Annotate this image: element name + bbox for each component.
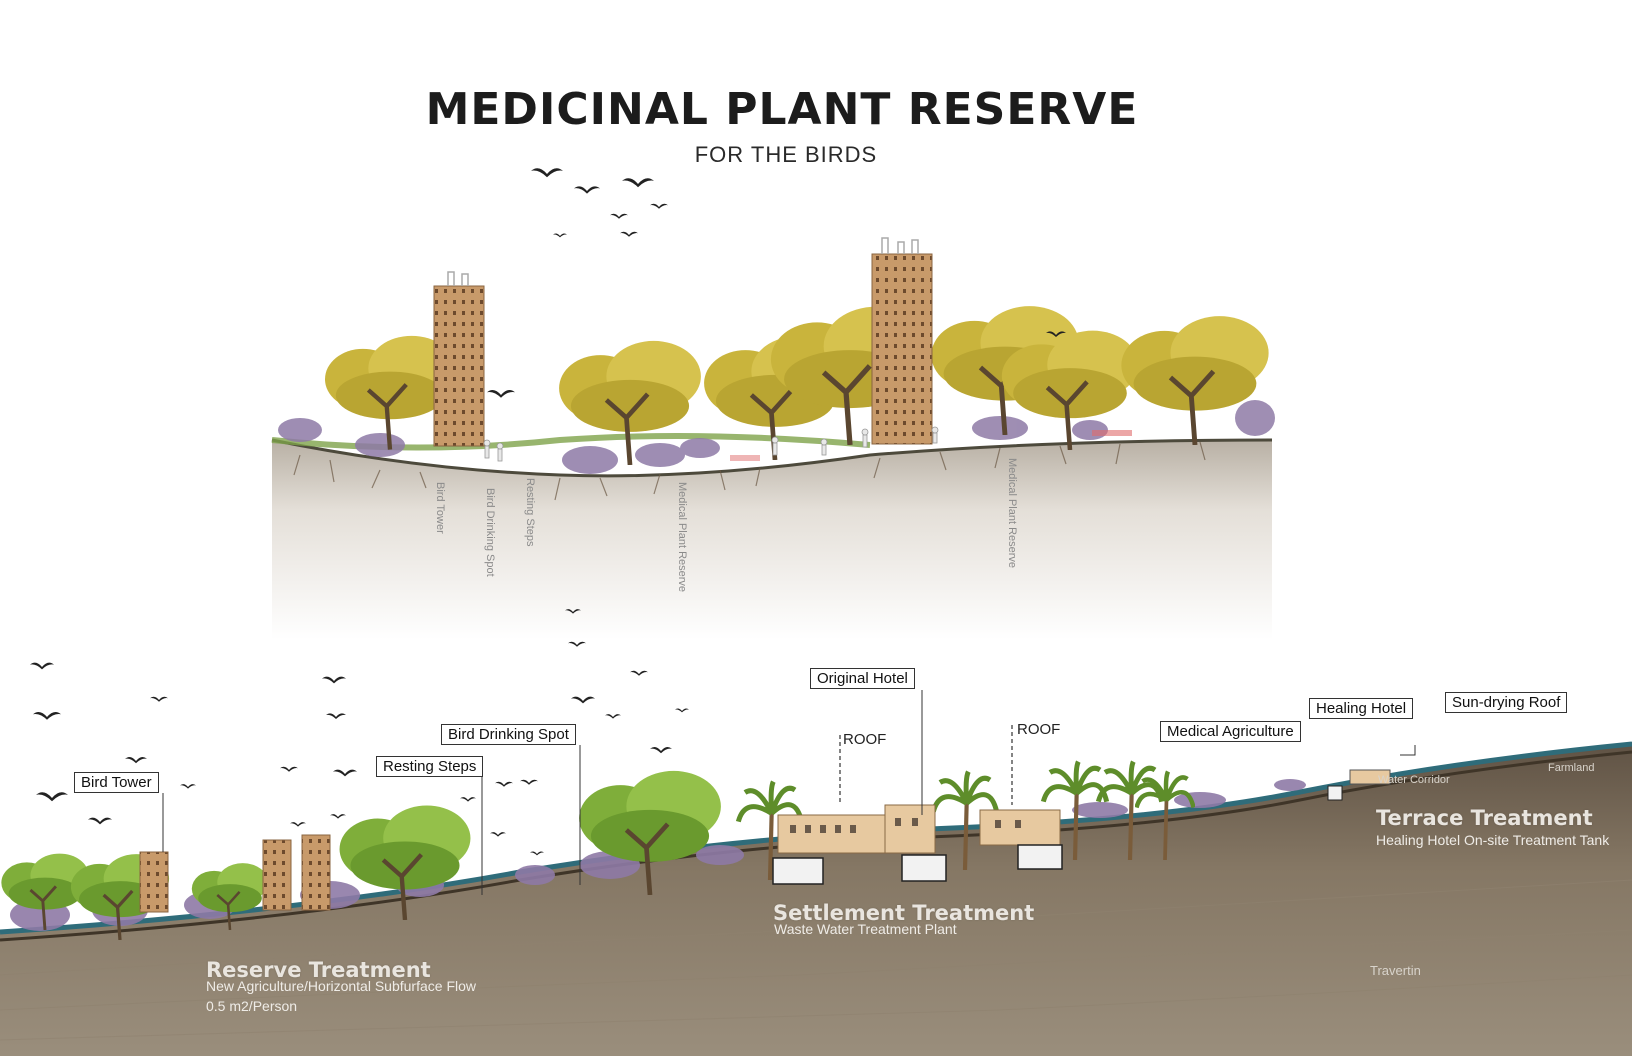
callout-original-hotel: Original Hotel <box>810 668 915 689</box>
callout-bird-tower: Bird Tower <box>74 772 159 793</box>
diagram-subtitle: FOR THE BIRDS <box>694 142 878 167</box>
upper-label-medical-plant-reserve-2: Medical Plant Reserve <box>1006 458 1018 569</box>
note-water-corridor: Water Corridor <box>1378 774 1450 786</box>
callout-bird-drinking-spot: Bird Drinking Spot <box>441 724 576 745</box>
callout-medical-agriculture: Medical Agriculture <box>1160 721 1301 742</box>
roof-label-settlement: ROOF <box>1017 721 1061 738</box>
zone-line-reserve-2: 0.5 m2/Person <box>206 998 298 1014</box>
callout-healing-hotel: Healing Hotel <box>1309 698 1414 719</box>
zone-line-settlement-1: Waste Water Treatment Plant <box>774 921 957 937</box>
zone-line-reserve-1: New Agriculture/Horizontal Subfurface Fl… <box>206 978 477 994</box>
upper-label-medical-plant-reserve-1: Medical Plant Reserve <box>676 482 688 593</box>
zone-line-terrace-1: Healing Hotel On-site Treatment Tank <box>1376 832 1610 848</box>
diagram-title: MEDICINAL PLANT RESERVE <box>425 84 1139 135</box>
zone-title-reserve-treatment: Reserve Treatment <box>206 958 431 982</box>
upper-label-resting-steps: Resting Steps <box>524 478 536 547</box>
note-farmland: Farmland <box>1548 762 1595 774</box>
callout-resting-steps: Resting Steps <box>376 756 484 777</box>
zone-title-settlement-treatment: Settlement Treatment <box>773 901 1035 925</box>
zone-title-terrace-treatment: Terrace Treatment <box>1376 806 1593 830</box>
note-travertin: Travertin <box>1370 963 1421 978</box>
callout-sun-drying-roof: Sun-drying Roof <box>1445 692 1568 713</box>
upper-label-bird-drinking-spot: Bird Drinking Spot <box>484 488 496 577</box>
upper-label-bird-tower: Bird Tower <box>434 482 446 534</box>
roof-label-original-hotel: ROOF <box>843 731 887 748</box>
